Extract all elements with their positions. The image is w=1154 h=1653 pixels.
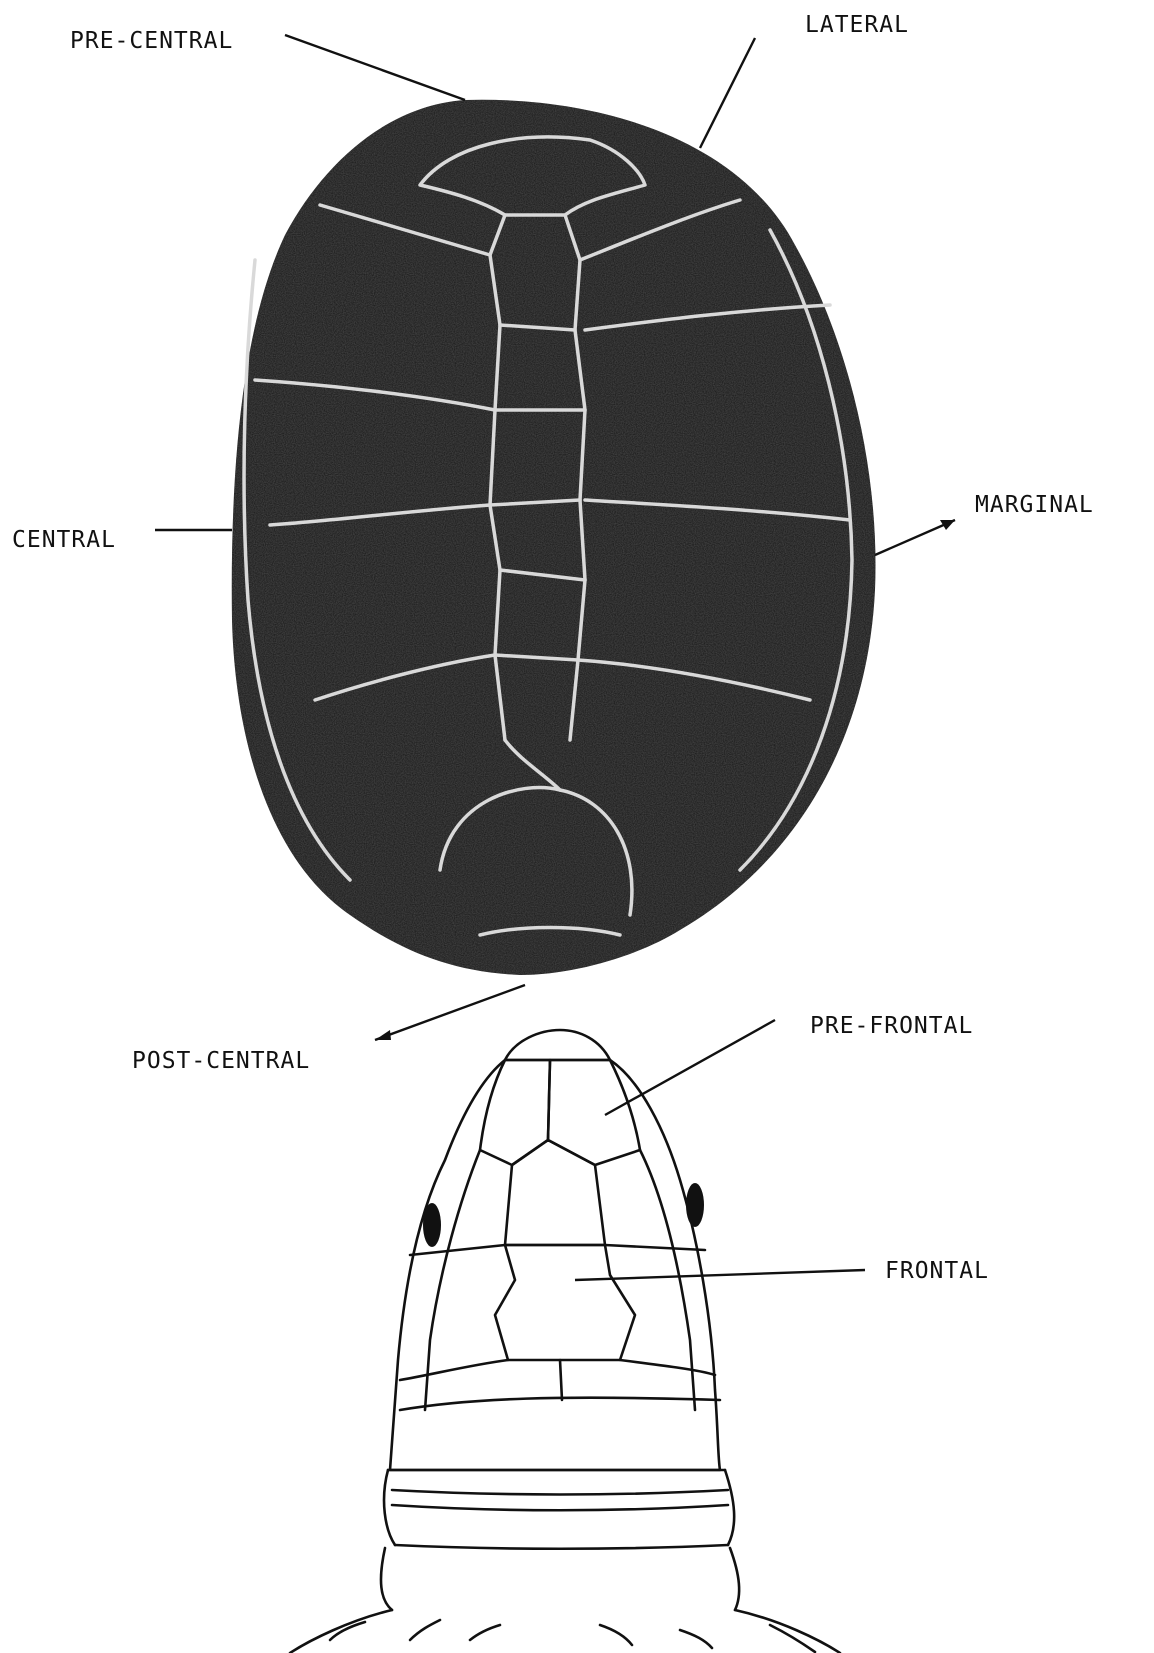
- neck-fold-3: [392, 1505, 728, 1510]
- shoulder-hatch-4: [680, 1630, 712, 1648]
- head-cross-line: [410, 1245, 705, 1255]
- left-eye: [423, 1203, 441, 1247]
- post-central-arrowhead: [375, 1030, 391, 1040]
- occipital-split: [560, 1360, 562, 1400]
- occipital-line: [400, 1398, 720, 1410]
- label-pre-frontal: PRE-FRONTAL: [810, 1013, 973, 1039]
- carapace: [232, 100, 876, 975]
- label-central: CENTRAL: [12, 527, 116, 553]
- label-marginal: MARGINAL: [975, 492, 1094, 518]
- leader-lateral: [700, 38, 755, 148]
- leader-marginal: [875, 520, 955, 555]
- shoulder-outline-right: [735, 1610, 840, 1653]
- shoulder-hatch-3: [600, 1625, 632, 1645]
- label-lateral: LATERAL: [805, 12, 909, 38]
- label-frontal: FRONTAL: [885, 1258, 989, 1284]
- shoulder-hatch-2: [470, 1625, 500, 1640]
- leader-frontal: [575, 1270, 865, 1280]
- right-eye: [686, 1183, 704, 1227]
- neck-fold-2: [392, 1490, 728, 1495]
- occipital-split-right: [620, 1360, 715, 1375]
- leader-pre-central: [285, 35, 465, 100]
- parietal-scute: [495, 1245, 635, 1360]
- label-pre-central: PRE-CENTRAL: [70, 28, 233, 54]
- leader-post-central: [375, 985, 525, 1040]
- neck-fold-5: [381, 1548, 392, 1610]
- label-post-central: POST-CENTRAL: [132, 1048, 310, 1074]
- neck-right-side: [725, 1470, 734, 1545]
- neck-fold-4: [395, 1545, 728, 1549]
- neck-left-side: [384, 1470, 395, 1545]
- turtle-head: [290, 1030, 840, 1653]
- leader-pre-frontal: [605, 1020, 775, 1115]
- neck-fold-6: [730, 1548, 739, 1610]
- carapace-texture: [232, 100, 876, 975]
- occipital-split-left: [400, 1360, 508, 1380]
- frontal-scute: [505, 1140, 605, 1245]
- head-side-line-right: [640, 1150, 695, 1410]
- shoulder-hatch-1: [410, 1620, 440, 1640]
